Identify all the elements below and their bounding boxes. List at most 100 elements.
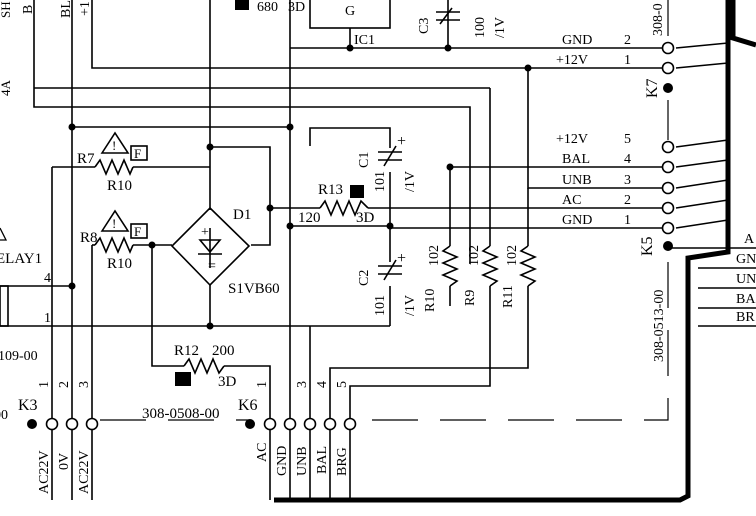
- k6-pin4-num: 4: [315, 381, 330, 388]
- r13-value-suffix: 3D: [356, 210, 375, 226]
- k6-pin1-name: AC: [255, 443, 270, 462]
- k3-ref: K3: [18, 397, 38, 414]
- resistor-r12: R12 200 3D: [174, 343, 237, 390]
- k5-pin3-num: 3: [624, 173, 631, 188]
- k7-pin1-num: 1: [624, 53, 631, 68]
- r7-ref: R7: [77, 151, 95, 167]
- r13-value: 120: [298, 210, 321, 226]
- k7-pin-1: [661, 61, 675, 75]
- k3-pin2-name: 0V: [57, 453, 72, 470]
- k7-pin2-name: GND: [562, 33, 592, 48]
- k6-pin1-num: 1: [255, 381, 270, 388]
- k3-pin1-name: AC22V: [37, 450, 52, 494]
- r8-fuse-mark: F: [134, 224, 141, 239]
- k5-pin4-name: BAL: [562, 152, 590, 167]
- k7-pin2-num: 2: [624, 33, 631, 48]
- k6-pin5-name: BRG: [335, 447, 350, 476]
- c3-value: 100: [473, 17, 488, 38]
- r8-ref: R8: [80, 230, 98, 246]
- c3-voltage: /1V: [493, 17, 508, 38]
- d1-minus-mark: =: [208, 259, 216, 274]
- left-label-sh: SH: [0, 1, 13, 18]
- k5-pin5-num: 5: [624, 132, 631, 147]
- r12-value: 200: [212, 343, 235, 359]
- r12-value-suffix: 3D: [218, 374, 237, 390]
- r7-fuse-mark: F: [134, 146, 141, 161]
- c2-voltage: /1V: [403, 295, 418, 316]
- r11-value: 102: [505, 245, 520, 266]
- ic1-body: [309, 0, 391, 29]
- sensitive-part-marker: [350, 185, 364, 198]
- k5-pin-1: [661, 221, 675, 235]
- k5-pin-5: [661, 140, 675, 154]
- r13-ref: R13: [318, 182, 343, 198]
- capacitor-c1: + C1 101 /1V: [357, 133, 418, 192]
- right-output-labels: A GN UN BA BR: [736, 232, 756, 325]
- c1-value: 101: [373, 171, 388, 192]
- k6-pin5-num: 5: [335, 381, 350, 388]
- resistor-r8: ! F R8 R10: [80, 209, 148, 272]
- resistor-r7: ! F R7 R10: [77, 131, 148, 194]
- k6-pin-2: [283, 417, 297, 431]
- sensitive-part-marker: [235, 0, 249, 10]
- k6-code: 308-0508-00: [142, 406, 220, 422]
- c2-ref: C2: [357, 270, 372, 286]
- k7-pin-2: [661, 41, 675, 55]
- left-code-fragment: 00: [0, 408, 8, 423]
- c1-ref: C1: [357, 152, 372, 168]
- k7-pin1-name: +12V: [556, 53, 588, 68]
- resistor-r10: R10 102: [423, 245, 460, 312]
- ic1: G IC1: [309, 0, 391, 48]
- out-label-br: BR: [736, 310, 755, 325]
- r9-ref: R9: [463, 290, 478, 306]
- out-label-ba: BA: [736, 292, 756, 307]
- k5-pin4-num: 4: [624, 152, 631, 167]
- k5-pin5-name: +12V: [556, 132, 588, 147]
- out-label-un: UN: [736, 272, 756, 287]
- junction-dots: [68, 44, 532, 330]
- board-outline: [274, 0, 756, 503]
- d1-part: S1VB60: [228, 281, 280, 297]
- k5-pin2-num: 2: [624, 193, 631, 208]
- relay-label: ELAY1: [0, 251, 42, 267]
- k7-code: 308-0: [651, 3, 666, 36]
- part-680-suffix: 3D: [288, 0, 305, 15]
- k6-pin3-num: 3: [295, 381, 310, 388]
- k3-pin-3: [85, 417, 99, 431]
- relay-code-label: 109-00: [0, 349, 38, 364]
- capacitor-c2: + C2 101 /1V: [357, 250, 418, 316]
- relay-pin-1: 1: [44, 311, 51, 326]
- k7-key-dot: [663, 83, 673, 93]
- k3-pin1-num: 1: [37, 381, 52, 388]
- r10-ref: R10: [423, 289, 438, 312]
- connector-k6: 308-0508-00 K6 1 3 4 5 2 AC GND UNB BAL …: [142, 381, 357, 476]
- connector-frames: [100, 0, 669, 421]
- c2-plus-mark: +: [397, 250, 406, 267]
- bridge-rectifier-d1: + = D1 S1VB60: [170, 206, 280, 297]
- c1-plus-mark: +: [397, 133, 406, 150]
- k3-pin3-name: AC22V: [77, 450, 92, 494]
- connector-k3: K3 1 2 3 AC22V 0V AC22V: [18, 381, 99, 494]
- c1-voltage: /1V: [403, 171, 418, 192]
- k6-pin-3: [303, 417, 317, 431]
- k6-key-dot: [245, 419, 255, 429]
- r12-ref: R12: [174, 343, 199, 359]
- k5-pin-2: [661, 201, 675, 215]
- d1-ref: D1: [233, 207, 251, 223]
- r7-warning-mark: !: [112, 138, 116, 153]
- k3-pin3-num: 3: [77, 381, 92, 388]
- c3-ref: C3: [417, 18, 432, 34]
- resistor-r11: R11 102: [501, 245, 538, 308]
- k7-ref: K7: [644, 78, 661, 98]
- left-label-b: B: [21, 5, 36, 14]
- k5-key-dot: [663, 241, 673, 251]
- left-label-4a: 4A: [0, 80, 13, 97]
- left-edge-labels: SH 4A B BL +1 ELAY1 109-00 00: [0, 0, 93, 423]
- relay-body-fragment: [0, 285, 9, 327]
- k3-pin-1: [45, 417, 59, 431]
- ic1-label: IC1: [354, 33, 375, 48]
- fuse-icon: [130, 145, 148, 161]
- out-label-gn: GN: [736, 252, 756, 267]
- k5-pin-4: [661, 160, 675, 174]
